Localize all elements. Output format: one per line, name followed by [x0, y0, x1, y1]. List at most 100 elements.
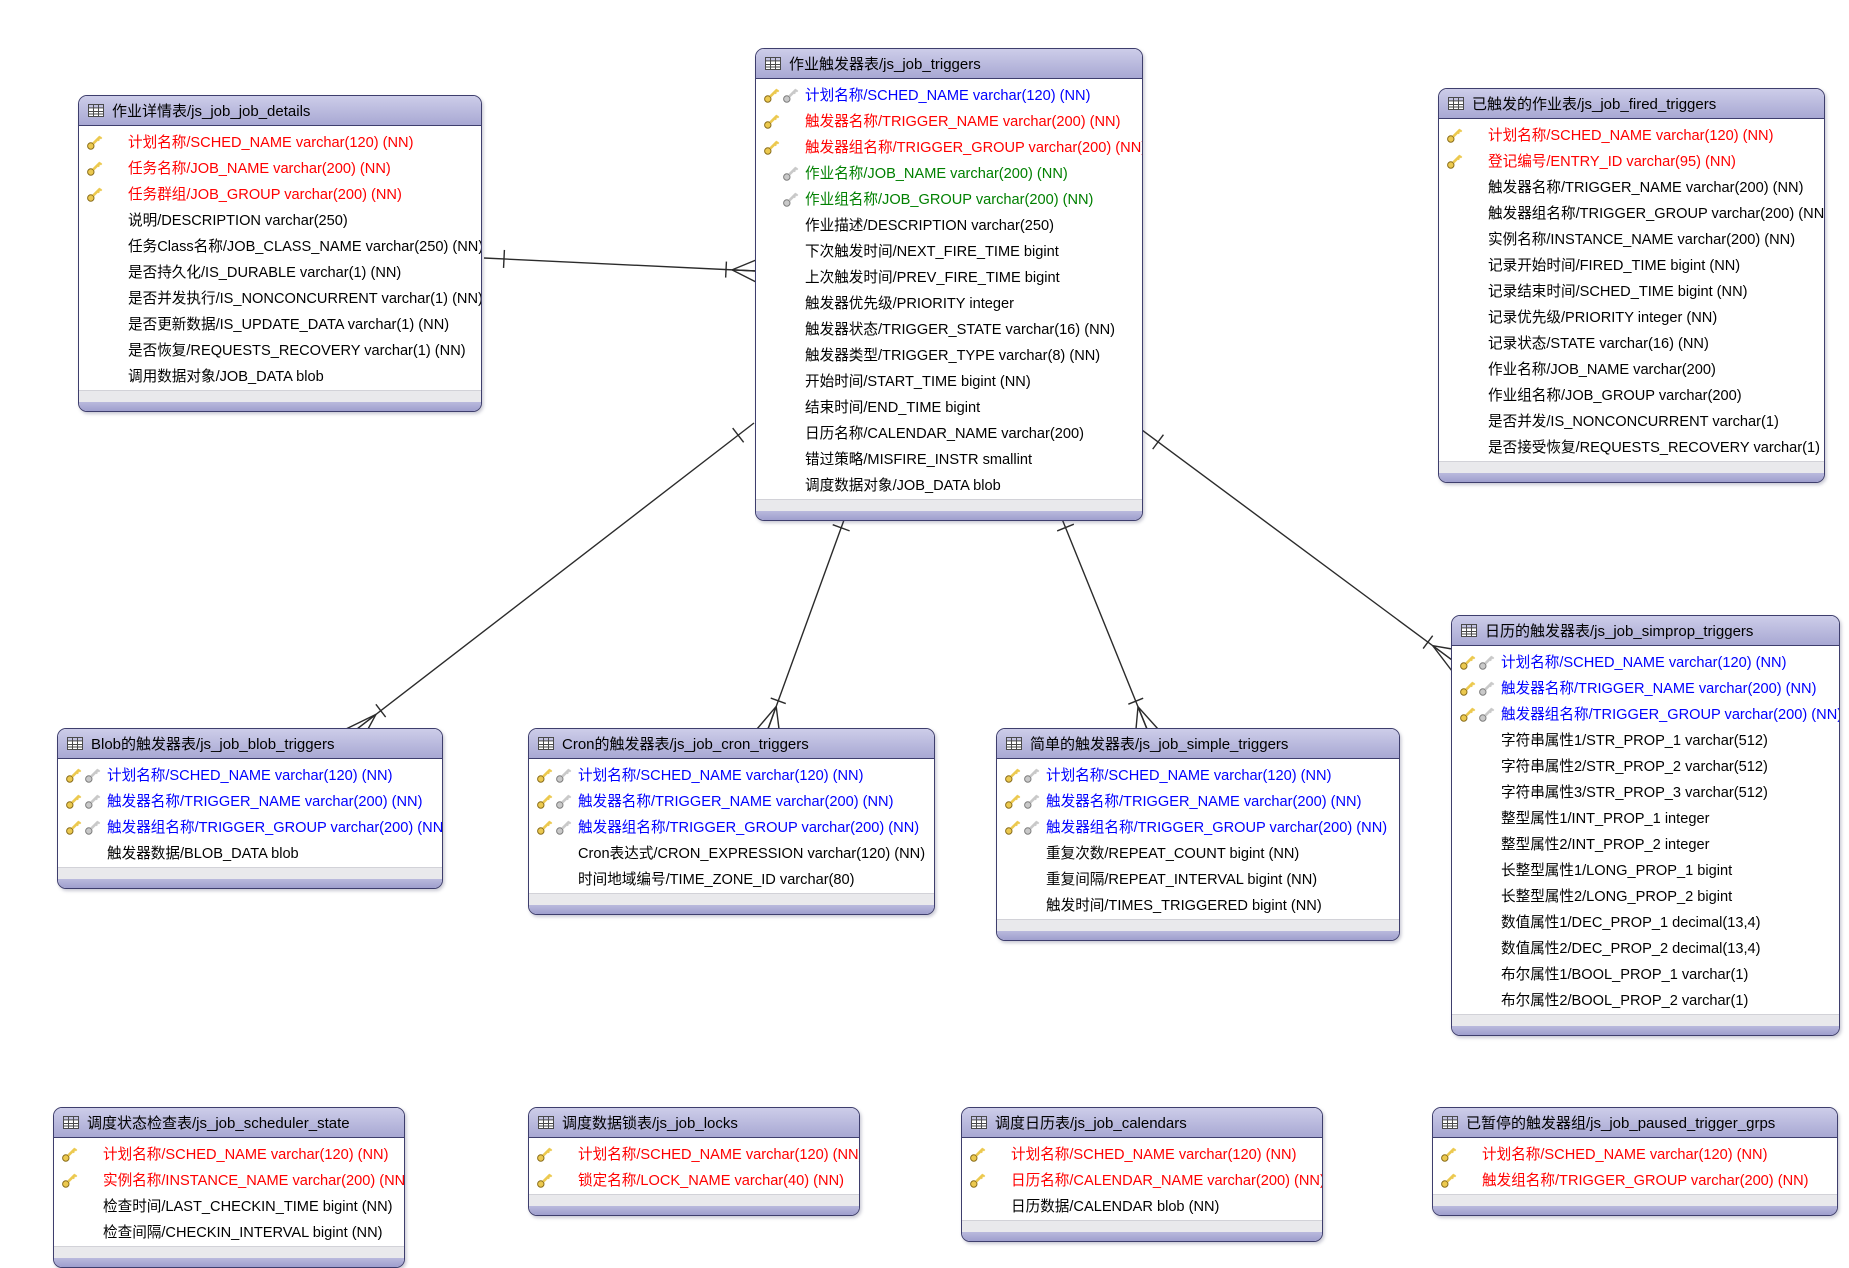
relationship-triggers-to-blob[interactable] [345, 422, 755, 730]
column-row[interactable]: 作业描述/DESCRIPTION varchar(250) [756, 213, 1142, 239]
column-row[interactable]: 调度数据对象/JOB_DATA blob [756, 473, 1142, 499]
relationship-triggers-to-simprop[interactable] [1141, 429, 1453, 672]
table-js_job_calendars[interactable]: 调度日历表/js_job_calendars 计划名称/SCHED_NAME va… [961, 1107, 1323, 1242]
column-row[interactable]: 实例名称/INSTANCE_NAME varchar(200) (NN) [54, 1168, 404, 1194]
table-js_job_triggers[interactable]: 作业触发器表/js_job_triggers 计划名称/SCHED_NAME va… [755, 48, 1143, 521]
column-row[interactable]: 开始时间/START_TIME bigint (NN) [756, 369, 1142, 395]
column-row[interactable]: 结束时间/END_TIME bigint [756, 395, 1142, 421]
column-row[interactable]: 记录状态/STATE varchar(16) (NN) [1439, 331, 1824, 357]
table-header[interactable]: 已触发的作业表/js_job_fired_triggers [1439, 89, 1824, 119]
column-row[interactable]: 锁定名称/LOCK_NAME varchar(40) (NN) [529, 1168, 859, 1194]
table-header[interactable]: 调度数据锁表/js_job_locks [529, 1108, 859, 1138]
column-row[interactable]: 实例名称/INSTANCE_NAME varchar(200) (NN) [1439, 227, 1824, 253]
column-row[interactable]: 是否并发执行/IS_NONCONCURRENT varchar(1) (NN) [79, 286, 481, 312]
column-row[interactable]: 整型属性1/INT_PROP_1 integer [1452, 806, 1839, 832]
column-row[interactable]: 调用数据对象/JOB_DATA blob [79, 364, 481, 390]
column-row[interactable]: 长整型属性1/LONG_PROP_1 bigint [1452, 858, 1839, 884]
column-row[interactable]: 字符串属性1/STR_PROP_1 varchar(512) [1452, 728, 1839, 754]
column-row[interactable]: 计划名称/SCHED_NAME varchar(120) (NN) [1439, 123, 1824, 149]
column-row[interactable]: 记录优先级/PRIORITY integer (NN) [1439, 305, 1824, 331]
column-row[interactable]: 触发器组名称/TRIGGER_GROUP varchar(200) (NN) [1439, 201, 1824, 227]
column-row[interactable]: 触发器名称/TRIGGER_NAME varchar(200) (NN) [58, 789, 442, 815]
column-row[interactable]: 是否持久化/IS_DURABLE varchar(1) (NN) [79, 260, 481, 286]
table-header[interactable]: 作业详情表/js_job_job_details [79, 96, 481, 126]
column-row[interactable]: 计划名称/SCHED_NAME varchar(120) (NN) [54, 1142, 404, 1168]
column-row[interactable]: 布尔属性2/BOOL_PROP_2 varchar(1) [1452, 988, 1839, 1014]
column-row[interactable]: 触发器名称/TRIGGER_NAME varchar(200) (NN) [1452, 676, 1839, 702]
table-header[interactable]: 日历的触发器表/js_job_simprop_triggers [1452, 616, 1839, 646]
column-row[interactable]: 是否并发/IS_NONCONCURRENT varchar(1) [1439, 409, 1824, 435]
table-js_job_simple_triggers[interactable]: 简单的触发器表/js_job_simple_triggers 计划名称/SCHED… [996, 728, 1400, 941]
column-row[interactable]: 是否更新数据/IS_UPDATE_DATA varchar(1) (NN) [79, 312, 481, 338]
column-row[interactable]: 重复间隔/REPEAT_INTERVAL bigint (NN) [997, 867, 1399, 893]
column-row[interactable]: 日历名称/CALENDAR_NAME varchar(200) (NN) [962, 1168, 1322, 1194]
column-row[interactable]: 计划名称/SCHED_NAME varchar(120) (NN) [529, 1142, 859, 1168]
column-row[interactable]: 计划名称/SCHED_NAME varchar(120) (NN) [1433, 1142, 1837, 1168]
column-row[interactable]: 触发器名称/TRIGGER_NAME varchar(200) (NN) [756, 109, 1142, 135]
column-row[interactable]: 长整型属性2/LONG_PROP_2 bigint [1452, 884, 1839, 910]
table-js_job_simprop_triggers[interactable]: 日历的触发器表/js_job_simprop_triggers 计划名称/SCHE… [1451, 615, 1840, 1036]
table-header[interactable]: Blob的触发器表/js_job_blob_triggers [58, 729, 442, 759]
column-row[interactable]: 下次触发时间/NEXT_FIRE_TIME bigint [756, 239, 1142, 265]
column-row[interactable]: 日历数据/CALENDAR blob (NN) [962, 1194, 1322, 1220]
column-row[interactable]: 检查时间/LAST_CHECKIN_TIME bigint (NN) [54, 1194, 404, 1220]
relationship-triggers-to-simple[interactable] [1056, 508, 1159, 730]
column-row[interactable]: 记录结束时间/SCHED_TIME bigint (NN) [1439, 279, 1824, 305]
column-row[interactable]: 整型属性2/INT_PROP_2 integer [1452, 832, 1839, 858]
column-row[interactable]: 作业组名称/JOB_GROUP varchar(200) (NN) [756, 187, 1142, 213]
column-row[interactable]: 触发器数据/BLOB_DATA blob [58, 841, 442, 867]
column-row[interactable]: 日历名称/CALENDAR_NAME varchar(200) [756, 421, 1142, 447]
column-row[interactable]: 触发器类型/TRIGGER_TYPE varchar(8) (NN) [756, 343, 1142, 369]
column-row[interactable]: 错过策略/MISFIRE_INSTR smallint [756, 447, 1142, 473]
table-header[interactable]: 作业触发器表/js_job_triggers [756, 49, 1142, 79]
table-header[interactable]: 已暂停的触发器组/js_job_paused_trigger_grps [1433, 1108, 1837, 1138]
table-js_job_locks[interactable]: 调度数据锁表/js_job_locks 计划名称/SCHED_NAME varch… [528, 1107, 860, 1216]
relationship-triggers-to-cron[interactable] [756, 508, 850, 730]
table-header[interactable]: 调度日历表/js_job_calendars [962, 1108, 1322, 1138]
column-row[interactable]: 触发器组名称/TRIGGER_GROUP varchar(200) (NN) [529, 815, 934, 841]
column-row[interactable]: 触发器组名称/TRIGGER_GROUP varchar(200) (NN) [997, 815, 1399, 841]
table-js_job_fired_triggers[interactable]: 已触发的作业表/js_job_fired_triggers 计划名称/SCHED_… [1438, 88, 1825, 483]
column-row[interactable]: 数值属性1/DEC_PROP_1 decimal(13,4) [1452, 910, 1839, 936]
column-row[interactable]: 作业名称/JOB_NAME varchar(200) (NN) [756, 161, 1142, 187]
column-row[interactable]: 布尔属性1/BOOL_PROP_1 varchar(1) [1452, 962, 1839, 988]
column-row[interactable]: 任务Class名称/JOB_CLASS_NAME varchar(250) (N… [79, 234, 481, 260]
column-row[interactable]: 是否接受恢复/REQUESTS_RECOVERY varchar(1) [1439, 435, 1824, 461]
column-row[interactable]: 检查间隔/CHECKIN_INTERVAL bigint (NN) [54, 1220, 404, 1246]
column-row[interactable]: 登记编号/ENTRY_ID varchar(95) (NN) [1439, 149, 1824, 175]
column-row[interactable]: 触发器优先级/PRIORITY integer [756, 291, 1142, 317]
column-row[interactable]: 任务名称/JOB_NAME varchar(200) (NN) [79, 156, 481, 182]
column-row[interactable]: 作业组名称/JOB_GROUP varchar(200) [1439, 383, 1824, 409]
table-js_job_job_details[interactable]: 作业详情表/js_job_job_details 计划名称/SCHED_NAME … [78, 95, 482, 412]
column-row[interactable]: 重复次数/REPEAT_COUNT bigint (NN) [997, 841, 1399, 867]
column-row[interactable]: 字符串属性3/STR_PROP_3 varchar(512) [1452, 780, 1839, 806]
column-row[interactable]: 触发组名称/TRIGGER_GROUP varchar(200) (NN) [1433, 1168, 1837, 1194]
column-row[interactable]: 触发器状态/TRIGGER_STATE varchar(16) (NN) [756, 317, 1142, 343]
column-row[interactable]: 计划名称/SCHED_NAME varchar(120) (NN) [997, 763, 1399, 789]
column-row[interactable]: 字符串属性2/STR_PROP_2 varchar(512) [1452, 754, 1839, 780]
column-row[interactable]: 触发器组名称/TRIGGER_GROUP varchar(200) (NN) [756, 135, 1142, 161]
column-row[interactable]: 计划名称/SCHED_NAME varchar(120) (NN) [962, 1142, 1322, 1168]
relationship-details-to-triggers[interactable] [483, 249, 757, 283]
column-row[interactable]: 上次触发时间/PREV_FIRE_TIME bigint [756, 265, 1142, 291]
column-row[interactable]: 计划名称/SCHED_NAME varchar(120) (NN) [79, 130, 481, 156]
table-header[interactable]: 调度状态检查表/js_job_scheduler_state [54, 1108, 404, 1138]
column-row[interactable]: 触发器组名称/TRIGGER_GROUP varchar(200) (NN) [58, 815, 442, 841]
column-row[interactable]: 计划名称/SCHED_NAME varchar(120) (NN) [1452, 650, 1839, 676]
column-row[interactable]: 说明/DESCRIPTION varchar(250) [79, 208, 481, 234]
column-row[interactable]: 计划名称/SCHED_NAME varchar(120) (NN) [58, 763, 442, 789]
table-header[interactable]: 简单的触发器表/js_job_simple_triggers [997, 729, 1399, 759]
column-row[interactable]: 时间地域编号/TIME_ZONE_ID varchar(80) [529, 867, 934, 893]
column-row[interactable]: 触发器名称/TRIGGER_NAME varchar(200) (NN) [529, 789, 934, 815]
column-row[interactable]: Cron表达式/CRON_EXPRESSION varchar(120) (NN… [529, 841, 934, 867]
column-row[interactable]: 记录开始时间/FIRED_TIME bigint (NN) [1439, 253, 1824, 279]
column-row[interactable]: 计划名称/SCHED_NAME varchar(120) (NN) [529, 763, 934, 789]
column-row[interactable]: 计划名称/SCHED_NAME varchar(120) (NN) [756, 83, 1142, 109]
table-js_job_paused_trigger_grps[interactable]: 已暂停的触发器组/js_job_paused_trigger_grps 计划名称/… [1432, 1107, 1838, 1216]
table-js_job_scheduler_state[interactable]: 调度状态检查表/js_job_scheduler_state 计划名称/SCHED… [53, 1107, 405, 1268]
column-row[interactable]: 触发时间/TIMES_TRIGGERED bigint (NN) [997, 893, 1399, 919]
column-row[interactable]: 数值属性2/DEC_PROP_2 decimal(13,4) [1452, 936, 1839, 962]
column-row[interactable]: 触发器组名称/TRIGGER_GROUP varchar(200) (NN) [1452, 702, 1839, 728]
column-row[interactable]: 任务群组/JOB_GROUP varchar(200) (NN) [79, 182, 481, 208]
